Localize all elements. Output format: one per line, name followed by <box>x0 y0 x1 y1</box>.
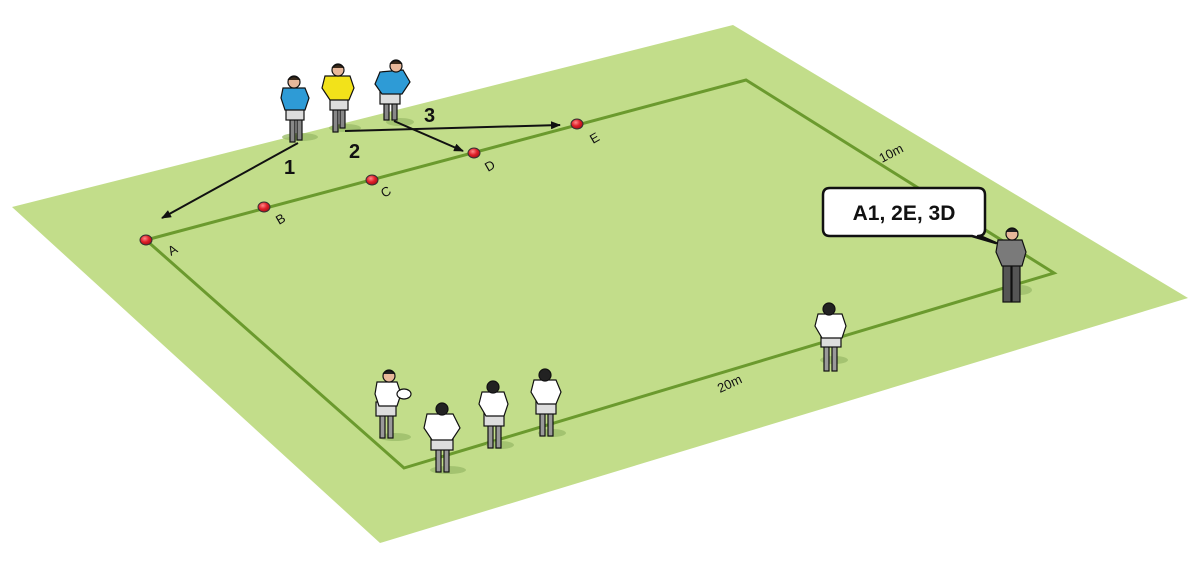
coach-speech-bubble: A1, 2E, 3D <box>821 186 998 245</box>
defender-3 <box>478 380 509 449</box>
pitch-surface <box>12 25 1188 543</box>
defender-5 <box>814 302 847 372</box>
coach <box>995 227 1027 303</box>
grid-boundary <box>145 78 1058 470</box>
runner-3-blue <box>374 59 411 121</box>
defender-2 <box>423 402 461 473</box>
runner-number-2: 2 <box>349 141 360 163</box>
run-arrow-1 <box>161 142 299 219</box>
runner-number-3: 3 <box>424 105 435 127</box>
runner-number-1: 1 <box>284 157 295 179</box>
runner-1-blue <box>280 75 310 143</box>
runner-2-yellow <box>321 63 355 133</box>
run-arrow-2 <box>344 121 561 132</box>
defender-4 <box>530 368 562 437</box>
run-arrow-3 <box>393 120 464 152</box>
coach-call-text: A1, 2E, 3D <box>853 202 956 225</box>
defender-1-with-ball <box>374 369 412 439</box>
